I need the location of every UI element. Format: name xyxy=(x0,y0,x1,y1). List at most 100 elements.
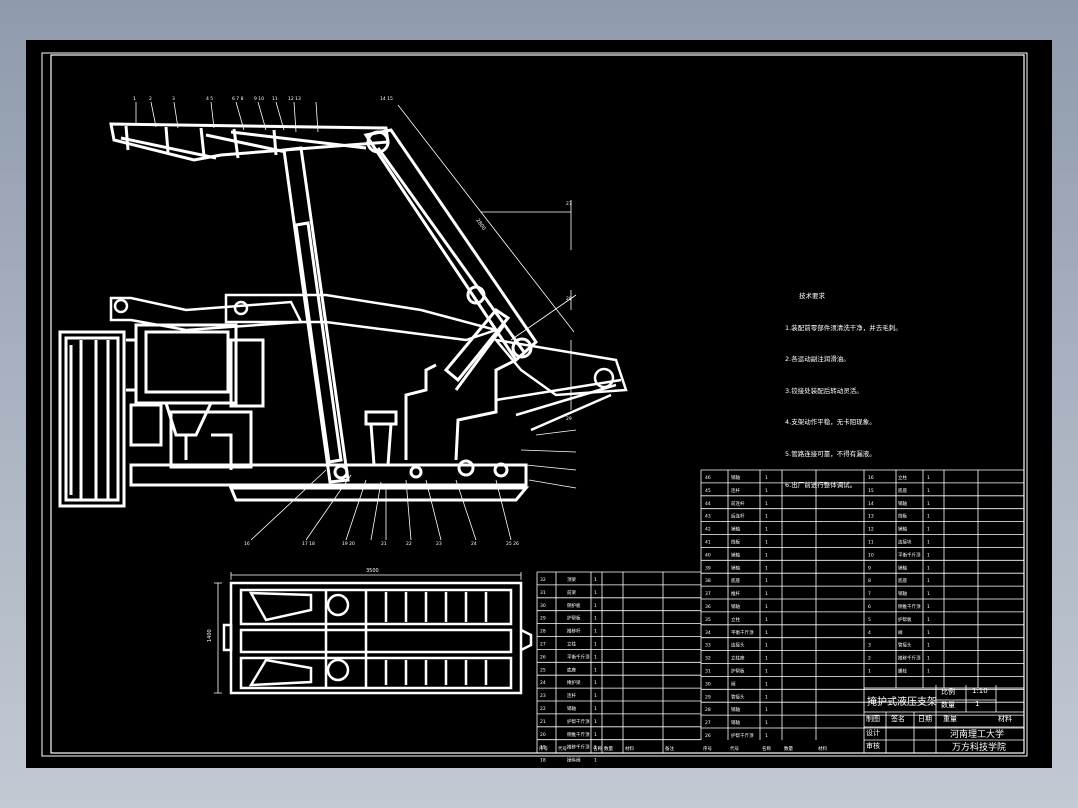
bom-index: 24 xyxy=(540,680,546,686)
bom-name: 销轴 xyxy=(731,603,740,610)
bom-name: 连杆 xyxy=(567,692,576,699)
bom-index: 4 xyxy=(868,630,871,636)
bom-qty: 1 xyxy=(765,694,768,700)
bom-index: 41 xyxy=(705,540,711,546)
bom-qty: 1 xyxy=(765,578,768,584)
svg-text:17 18: 17 18 xyxy=(302,541,315,547)
bom-index: 35 xyxy=(705,617,711,623)
bom-index: 31 xyxy=(540,590,546,596)
tech-line: 3.铰接处装配后转动灵活。 xyxy=(785,386,863,395)
svg-text:24: 24 xyxy=(471,541,477,547)
svg-text:14 15: 14 15 xyxy=(380,96,393,102)
role-designer: 设计 xyxy=(866,729,880,737)
scale-value: 1:10 xyxy=(972,687,988,695)
svg-text:1: 1 xyxy=(133,96,136,102)
bom-header-cell: 代号 xyxy=(730,745,739,752)
bom-index: 44 xyxy=(705,501,711,507)
svg-text:29: 29 xyxy=(566,416,572,422)
bom-name: 立柱座 xyxy=(731,655,745,662)
bom-index: 21 xyxy=(540,719,546,725)
svg-text:21: 21 xyxy=(381,541,387,547)
bom-qty: 1 xyxy=(765,565,768,571)
bom-name: 推移杆 xyxy=(567,628,581,635)
bom-qty: 1 xyxy=(594,642,597,648)
bom-name: 销轴 xyxy=(898,500,907,507)
bom-qty: 1 xyxy=(765,720,768,726)
bom-index: 37 xyxy=(705,591,711,597)
tech-line: 6.出厂前进行整体调试。 xyxy=(785,481,857,489)
bom-qty: 1 xyxy=(765,514,768,520)
bom-name: 底座 xyxy=(567,666,576,673)
bom-qty: 1 xyxy=(594,577,597,583)
canopy-beam xyxy=(109,122,390,162)
bom-index: 31 xyxy=(705,669,711,675)
bom-header-cell: 材料 xyxy=(818,745,827,752)
bom-name: 销轴 xyxy=(731,474,740,481)
bom-name: 平衡千斤顶 xyxy=(567,653,590,660)
bom-qty: 1 xyxy=(765,540,768,546)
bom-qty: 1 xyxy=(594,654,597,660)
bom-index: 39 xyxy=(705,565,711,571)
bom-index: 13 xyxy=(868,514,874,520)
scale-label: 比例 xyxy=(941,688,955,696)
bom-qty: 1 xyxy=(765,604,768,610)
bom-name: 侧护板 xyxy=(567,602,581,609)
bom-qty: 1 xyxy=(927,514,930,520)
bom-name: 销轴 xyxy=(731,706,740,713)
bom-index: 27 xyxy=(705,720,711,726)
bom-qty: 1 xyxy=(927,656,930,662)
svg-text:3500: 3500 xyxy=(366,568,379,574)
caving-shield xyxy=(363,128,538,363)
svg-text:11: 11 xyxy=(272,96,278,102)
bom-qty: 1 xyxy=(765,475,768,481)
bom-index: 43 xyxy=(705,514,711,520)
bom-qty: 1 xyxy=(927,565,930,571)
bom-index: 33 xyxy=(705,643,711,649)
bom-name: 后连杆 xyxy=(731,513,745,520)
bom-name: 阀 xyxy=(898,629,903,636)
bom-index: 12 xyxy=(868,527,874,533)
bom-qty: 1 xyxy=(765,617,768,623)
title-block-grid xyxy=(863,685,1025,754)
school-name: 河南理工大学 xyxy=(950,730,1005,740)
bom-qty: 1 xyxy=(927,669,930,675)
technical-requirements: 技术要求 1.装配前零部件须清洗干净，并去毛刺。 2.各运动副注润滑油。 3.铰… xyxy=(785,270,902,501)
svg-text:23: 23 xyxy=(436,541,442,547)
hydraulic-legs xyxy=(282,146,511,484)
bom-header-cell: 备注 xyxy=(665,745,674,752)
qty-value: 1 xyxy=(975,700,980,708)
bom-qty: 1 xyxy=(927,578,930,584)
bom-name: 销轴 xyxy=(731,526,740,533)
bom-qty: 1 xyxy=(765,656,768,662)
bom-index: 15 xyxy=(868,488,874,494)
bom-name: 护帮千斤顶 xyxy=(567,718,590,725)
top-view-dims xyxy=(214,572,522,694)
top-view xyxy=(222,581,533,695)
bom-index: 38 xyxy=(705,578,711,584)
bom-index: 29 xyxy=(540,616,546,622)
bom-qty: 1 xyxy=(927,552,930,558)
bom-qty: 1 xyxy=(594,680,597,686)
bom-qty: 1 xyxy=(765,591,768,597)
balance-jack xyxy=(109,293,628,432)
tech-heading: 技术要求 xyxy=(799,292,825,300)
bom-name: 销轴 xyxy=(731,719,740,726)
svg-text:22: 22 xyxy=(406,541,412,547)
bom-index: 36 xyxy=(705,604,711,610)
bom-name: 推移千斤顶 xyxy=(898,655,921,662)
bom-qty: 1 xyxy=(927,643,930,649)
bom-qty: 1 xyxy=(765,630,768,636)
bom-qty: 1 xyxy=(927,501,930,507)
bom-qty: 1 xyxy=(594,719,597,725)
bom-qty: 1 xyxy=(765,488,768,494)
bom-qty: 1 xyxy=(765,681,768,687)
bom-qty: 1 xyxy=(594,745,597,751)
qty-label: 数量 xyxy=(941,701,955,709)
bom-qty: 1 xyxy=(765,552,768,558)
bom-index: 29 xyxy=(705,694,711,700)
bom-header-cell: 名称 xyxy=(762,745,771,752)
bom-header-cell: 代号 xyxy=(558,745,567,752)
bom-name: 前连杆 xyxy=(731,500,745,507)
